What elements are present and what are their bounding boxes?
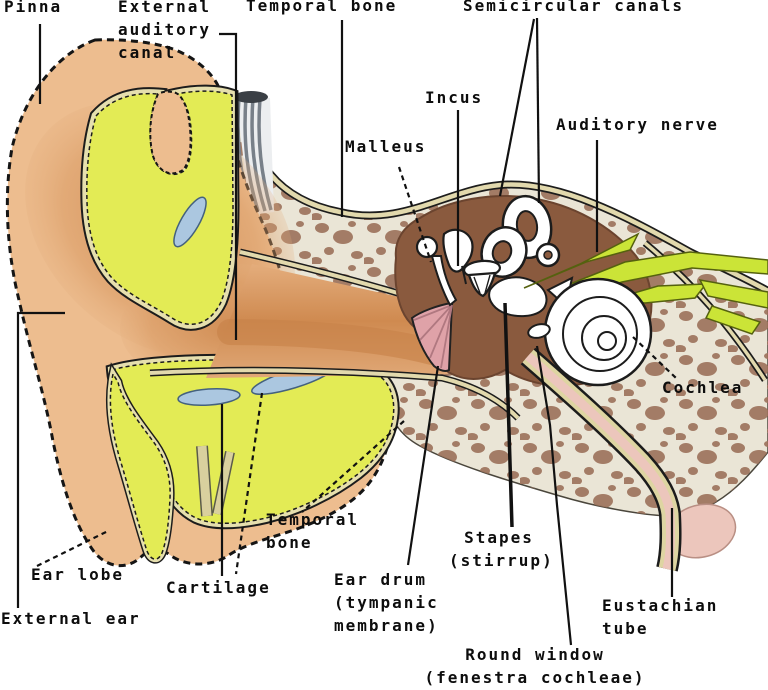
- leader-lines: [16, 17, 677, 646]
- eardrum-ribs: [413, 304, 453, 369]
- label-ear-lobe: Ear lobe: [31, 565, 125, 584]
- canal-core-shade: [217, 319, 445, 365]
- label-temporal-bone-bottom: Temporal bone: [266, 510, 360, 552]
- label-stapes: Stapes (stirrup): [449, 528, 554, 570]
- leader-ear-lobe: [36, 530, 109, 567]
- label-temporal-bone-top: Temporal bone: [246, 0, 398, 15]
- label-external-ear: External ear: [1, 609, 141, 628]
- stapes-shape: [462, 259, 502, 298]
- vestibule-shape: [488, 276, 548, 318]
- leader-malleus: [397, 166, 433, 263]
- upper-cartilage-shape: [87, 91, 233, 324]
- skin-tongue: [149, 90, 192, 175]
- label-malleus: Malleus: [345, 137, 427, 156]
- leader-cartilage-b: [234, 392, 264, 575]
- tube-lumen: [525, 352, 676, 571]
- leader-stapes: [503, 302, 514, 528]
- cochlea-shape: [527, 276, 653, 387]
- label-cochlea: Cochlea: [662, 378, 744, 397]
- leader-temporal-bone-bottom: [301, 420, 405, 513]
- leader-round-window: [535, 345, 573, 646]
- label-pinna: Pinna: [4, 0, 63, 16]
- leader-ear-drum: [406, 365, 440, 566]
- eardrum-fan: [410, 301, 454, 372]
- eustachian-tube-shape: [520, 347, 737, 572]
- label-ear-drum: Ear drum (tympanic membrane): [334, 570, 439, 635]
- label-cartilage: Cartilage: [166, 578, 271, 597]
- label-round-window: Round window (fenestra cochleae): [424, 645, 646, 687]
- leader-semicircular-b: [498, 18, 536, 197]
- label-semicircular-canals: Semicircular canals: [463, 0, 685, 15]
- label-external-auditory-canal: External auditory canal: [118, 0, 212, 62]
- cartilage-blue-blob-low1: [177, 387, 241, 407]
- label-incus: Incus: [425, 88, 484, 107]
- cream-strip-2-fill: [213, 451, 234, 515]
- round-window-shape: [527, 323, 551, 339]
- leader-external-ear: [16, 311, 65, 608]
- canal-bottom-wall-cream: [149, 368, 520, 420]
- cream-strip-1-fill: [197, 445, 212, 517]
- leader-semicircular-a: [535, 17, 541, 204]
- lower-cartilage-shape: [110, 358, 393, 559]
- leader-cochlea: [632, 336, 677, 379]
- leader-external-auditory-canal: [219, 32, 238, 340]
- label-auditory-nerve: Auditory nerve: [556, 115, 719, 134]
- eardrum-shape: [410, 301, 454, 372]
- label-eustachian-tube: Eustachian tube: [602, 596, 719, 638]
- cartilage-blue-blob-upper: [173, 196, 207, 248]
